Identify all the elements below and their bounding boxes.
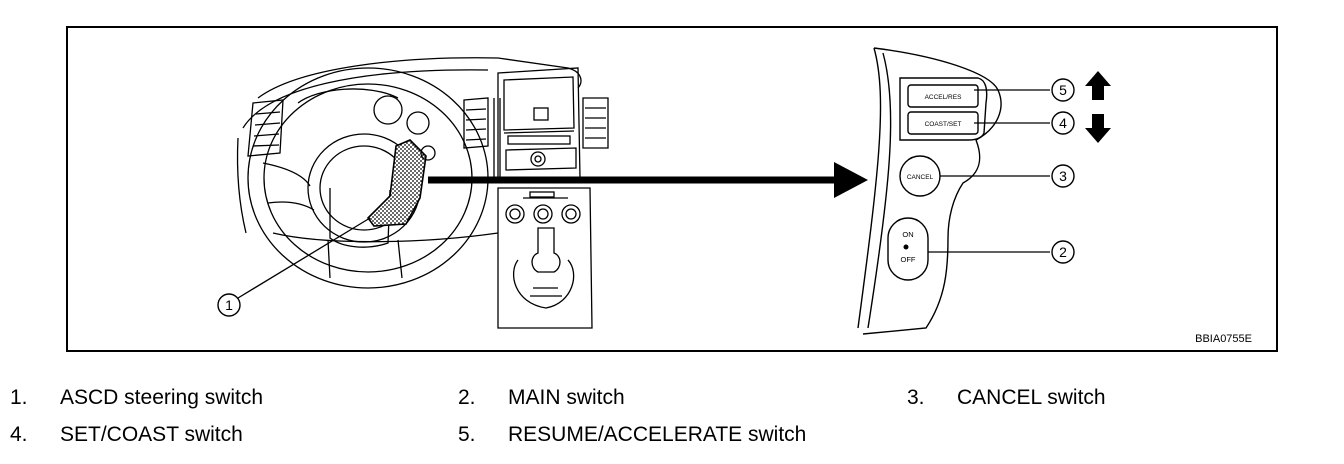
diagram-canvas: ACCEL/RES COAST/SET CANCEL ON OFF 1 5 4 …	[217, 47, 1252, 345]
svg-text:5: 5	[1059, 82, 1067, 98]
dashboard-illustration	[236, 57, 609, 329]
legend-text: MAIN switch	[508, 386, 625, 409]
ascd-switch-highlight	[366, 139, 427, 227]
legend-number: 4.	[10, 423, 28, 446]
switch-detail	[857, 47, 1002, 335]
svg-text:3: 3	[1059, 168, 1067, 184]
cancel-button-label: CANCEL	[907, 174, 934, 181]
legend-text: RESUME/ACCELERATE switch	[508, 423, 807, 446]
arrow-up-icon	[1085, 71, 1111, 100]
accel-res-button-label: ACCEL/RES	[925, 94, 963, 101]
on-label: ON	[902, 230, 913, 239]
legend-text: ASCD steering switch	[60, 386, 264, 409]
svg-text:1: 1	[225, 297, 233, 313]
legend-text: CANCEL switch	[957, 386, 1106, 409]
callout-5: 5	[1051, 78, 1075, 102]
svg-text:2: 2	[1059, 244, 1067, 260]
figure-code: BBIA0755E	[1195, 333, 1252, 345]
arrow-down-icon	[1085, 114, 1111, 143]
callout-1: 1	[217, 293, 241, 317]
legend-text: SET/COAST switch	[60, 423, 243, 446]
coast-set-button-label: COAST/SET	[925, 121, 962, 128]
off-label: OFF	[901, 255, 916, 264]
legend-number: 1.	[10, 386, 28, 409]
callout-3: 3	[1051, 164, 1075, 188]
legend-number: 2.	[458, 386, 476, 409]
callout-4: 4	[1051, 111, 1075, 135]
pointer-arrow	[428, 162, 868, 198]
legend-number: 3.	[907, 386, 925, 409]
callout-2: 2	[1051, 240, 1075, 264]
legend-number: 5.	[458, 423, 476, 446]
diagram-frame: ACCEL/RES COAST/SET CANCEL ON OFF 1 5 4 …	[66, 26, 1278, 352]
leader-lines	[237, 89, 1050, 299]
switch-detail-labels: ACCEL/RES COAST/SET CANCEL ON OFF	[901, 94, 963, 264]
svg-text:4: 4	[1059, 115, 1067, 131]
